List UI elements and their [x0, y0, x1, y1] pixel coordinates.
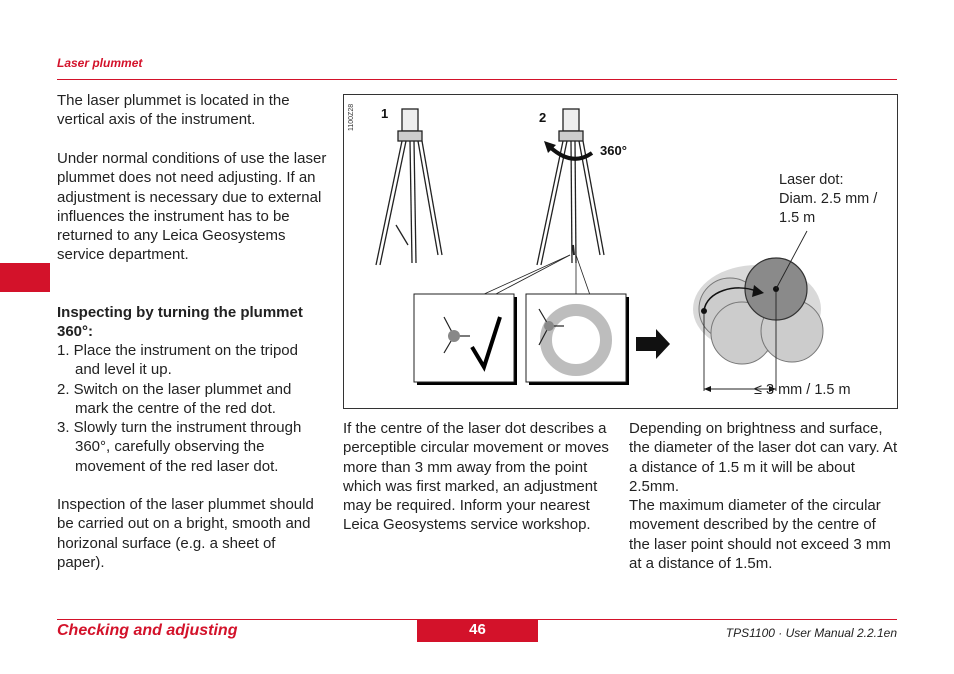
inspection-steps: 1. Place the instrument on the tripod an…: [57, 341, 327, 476]
step-1-label: 1: [381, 106, 388, 121]
circular-trace-icon: [540, 304, 612, 376]
page-number: 46: [417, 620, 538, 642]
inspection-heading: Inspecting by turning the plummet 360°:: [57, 304, 303, 341]
diameter-paragraph: Depending on brightness and surface, the…: [629, 420, 898, 495]
manual-title: TPS1100 · User Manual 2.2.1en: [725, 626, 897, 640]
tripod-1-icon: [375, 108, 443, 266]
plummet-figure: 1100Z28 1 2 360°: [343, 94, 898, 409]
maximum-diameter-paragraph: The maximum diameter of the circular mov…: [629, 497, 891, 572]
figure-code: 1100Z28: [348, 104, 355, 131]
rotation-label: 360°: [600, 143, 627, 158]
intro-paragraph: The laser plummet is located in the vert…: [57, 92, 290, 129]
step-item: 3. Slowly turn the instrument through 36…: [57, 419, 302, 475]
panel-2-circular: [525, 293, 629, 385]
adjustment-paragraph: If the centre of the laser dot describes…: [343, 420, 609, 534]
step-item: 1. Place the instrument on the tripod an…: [57, 342, 298, 379]
chapter-title: Checking and adjusting: [57, 622, 238, 639]
laser-dot-pattern: [693, 230, 824, 392]
header-rule: [57, 79, 897, 80]
panel-1-correct: [413, 293, 517, 385]
rotation-arrow-icon: [544, 141, 594, 161]
conditions-paragraph: Under normal conditions of use the laser…: [57, 150, 327, 264]
laser-dot-diameter: Diam. 2.5 mm /: [779, 191, 878, 207]
section-title: Laser plummet: [57, 56, 143, 70]
side-tab-marker: [0, 263, 50, 292]
step-2-label: 2: [539, 110, 546, 125]
footer-rule: [57, 619, 897, 620]
laser-dot-label: Laser dot:: [779, 172, 844, 188]
movement-limit-label: ≤ 3 mm / 1.5 m: [754, 382, 851, 398]
arrow-right-icon: [636, 329, 670, 359]
check-mark-icon: [470, 316, 502, 372]
tripod-2-icon: [536, 108, 605, 266]
step-item: 2. Switch on the laser plummet and mark …: [57, 380, 292, 417]
laser-dot-distance: 1.5 m: [779, 210, 815, 226]
inspection-note: Inspection of the laser plummet should b…: [57, 496, 314, 571]
plummet-illustration: 1100Z28 1 2 360°: [348, 104, 878, 398]
